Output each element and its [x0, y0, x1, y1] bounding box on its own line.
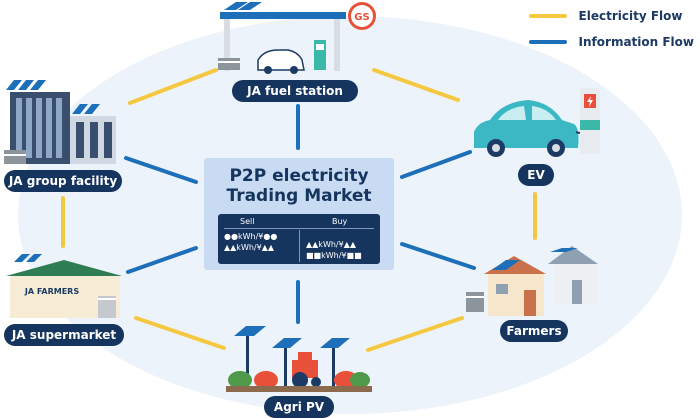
fuel-station-illustration: GS — [218, 2, 376, 74]
electricity-flow-supermarket-to-agripv — [134, 316, 226, 350]
legend-item-electricity: Electricity Flow — [528, 6, 694, 26]
ja-farmers-sign: JA FARMERS — [24, 287, 79, 296]
buy-row: ▲▲kWh/¥▲▲ — [306, 240, 357, 249]
buy-row: ■■kWh/¥■■ — [306, 251, 362, 260]
sell-row: ●●kWh/¥●● — [224, 232, 278, 241]
ev-illustration — [474, 88, 600, 157]
solar-panel-icon — [234, 326, 350, 386]
agri-pv-label: Agri PV — [264, 396, 334, 418]
electricity-flow-fuel-to-ev — [372, 68, 460, 102]
solar-panel-icon — [6, 80, 100, 114]
electricity-flow-farmers-to-agripv — [366, 316, 464, 352]
panel-divider — [299, 230, 300, 262]
supermarket-illustration: JA FARMERS — [6, 254, 122, 318]
electricity-flow-swatch — [528, 14, 567, 18]
farmers-label: Farmers — [500, 320, 568, 342]
group-facility-illustration — [4, 80, 116, 164]
electric-car-icon — [474, 100, 579, 157]
house-icon — [484, 246, 598, 316]
information-flow-swatch — [528, 40, 567, 44]
charger-icon — [314, 40, 326, 70]
fuel-station-label: JA fuel station — [232, 80, 358, 102]
panel-rule — [224, 228, 374, 229]
charging-station-icon — [580, 88, 600, 154]
building-icon — [10, 92, 116, 164]
gs-sign-text: GS — [354, 12, 369, 23]
trading-market-box: P2P electricity Trading Market Sell Buy … — [204, 158, 394, 270]
information-flow-supermarket — [126, 246, 198, 274]
market-title-line2: Trading Market — [226, 186, 372, 206]
farmers-illustration — [466, 246, 598, 316]
legend-label: Information Flow — [578, 35, 694, 49]
car-icon — [257, 49, 305, 74]
market-title-line1: P2P electricity — [229, 166, 369, 186]
electricity-flow-fuel-to-facility — [128, 68, 218, 105]
legend-item-information: Information Flow — [528, 32, 694, 52]
sell-header: Sell — [240, 217, 255, 226]
legend: Electricity Flow Information Flow — [528, 6, 694, 58]
agri-pv-illustration — [226, 326, 372, 392]
information-flow-facility — [124, 156, 198, 184]
information-flow-farmers — [400, 242, 476, 270]
legend-label: Electricity Flow — [578, 9, 683, 23]
information-flow-ev — [400, 150, 472, 179]
crops-icon — [228, 371, 370, 389]
ev-label: EV — [518, 164, 554, 186]
solar-panel-icon — [14, 254, 42, 262]
sell-row: ▲▲kWh/¥▲▲ — [224, 243, 275, 252]
group-facility-label: JA group facility — [4, 170, 122, 192]
gs-sign-icon: GS — [348, 2, 376, 30]
store-building-icon: JA FARMERS — [6, 260, 122, 318]
order-book-panel: Sell Buy ●●kWh/¥●● ▲▲kWh/¥▲▲ ▲▲kWh/¥▲▲ ■… — [218, 214, 380, 264]
tractor-icon — [292, 352, 321, 388]
supermarket-label: JA supermarket — [4, 324, 124, 346]
buy-header: Buy — [332, 217, 348, 226]
solar-panel-icon — [224, 2, 262, 10]
